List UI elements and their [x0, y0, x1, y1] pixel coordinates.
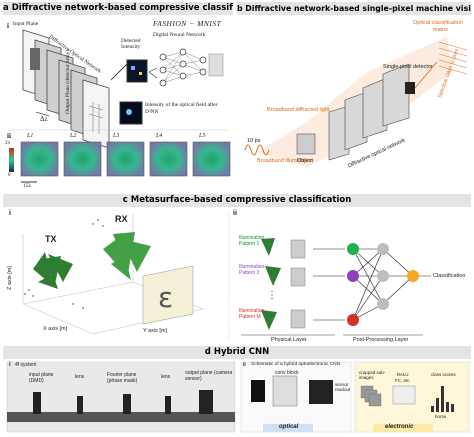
subpanel-d-i: i	[9, 362, 11, 368]
object-icon	[296, 133, 316, 155]
intensity-label: Intensity of the optical field after D²N…	[145, 102, 218, 115]
ellipsis-label: ⋮	[267, 290, 277, 301]
subpanel-a-i: i	[7, 22, 9, 30]
scale-max-label: 2π	[5, 141, 11, 146]
panel-b-figure	[244, 37, 468, 167]
tx-metasurface-icon	[33, 252, 73, 289]
relu-label: ReLU	[397, 372, 409, 377]
single-pixel-label: Single-pixel detector	[383, 64, 433, 70]
panel-a-figure	[9, 29, 231, 183]
conv-block-label: conv block	[275, 370, 299, 376]
optical-rail	[7, 412, 235, 422]
lens-2-label: lens	[161, 374, 171, 380]
panel-c: c Metasurface-based compressive classifi…	[3, 194, 471, 344]
subpanel-a-ii: ii	[7, 132, 11, 140]
diffractive-network-icon	[328, 63, 410, 161]
input-sample-icon	[30, 48, 40, 70]
panel-d-figure	[6, 361, 470, 433]
fourier-plane-label: Fourier plane (phase mask)	[107, 372, 138, 384]
layer-label-5: L5	[199, 133, 206, 139]
delta-z-label: Δz	[40, 115, 48, 123]
cropped-label: cropped sub-images	[359, 370, 386, 380]
matrix-label: matrix	[433, 27, 448, 33]
rx-label: RX	[115, 214, 128, 224]
phase-colour-scale	[9, 148, 14, 172]
node-purple	[347, 270, 359, 282]
optical-classification-label: Optical classification	[413, 20, 463, 26]
tx-label: TX	[45, 234, 57, 244]
rx-metasurface-icon	[103, 232, 151, 280]
node-green	[347, 243, 359, 255]
fc-label: FC, etc	[395, 378, 410, 383]
layer-label-2: L2	[70, 133, 77, 139]
physical-layer-label: Physical Layer	[271, 337, 307, 343]
relu-fc-icon	[392, 385, 416, 405]
illumination-label: Broadband illumination	[257, 158, 313, 164]
output-node	[407, 270, 419, 282]
layer-label-3: L3	[113, 133, 120, 139]
pattern-card	[142, 265, 194, 325]
output-plane-label: Output Plane (detector array)	[65, 49, 71, 114]
optical-label: optical	[279, 424, 299, 430]
pulse-label: 10 ps	[247, 138, 261, 144]
pattern-1-label: Illumination Pattern 1	[239, 235, 265, 247]
horse-label: horse	[435, 414, 447, 419]
subpanel-d-ii: ii	[243, 362, 246, 368]
single-pixel-detector-icon	[405, 82, 415, 94]
pulse-icon	[244, 144, 270, 156]
detected-intensity-icon	[126, 59, 148, 83]
electronic-label: electronic	[385, 424, 414, 430]
broadband-light-label: Broadband diffracted light	[267, 107, 330, 113]
x-axis-label: X axis [m]	[43, 326, 68, 332]
schematic-label: Schematic of a hybrid optoelectronic CNN	[251, 362, 341, 367]
system-label: 4f system	[15, 362, 37, 368]
detected-intensity-label: Detected Intensity	[121, 38, 141, 50]
cropped-images-icon	[360, 385, 382, 407]
panel-b-title: b Diffractive network-based single-pixel…	[237, 2, 471, 15]
sensor-image-icon	[309, 380, 333, 404]
panel-d-title: d Hybrid CNN	[3, 346, 471, 359]
lens-1-label: lens	[75, 374, 85, 380]
digital-nn-icon	[162, 51, 204, 84]
hidden-node-2	[377, 270, 389, 282]
layer-label-1: L1	[27, 133, 34, 139]
phase-masks	[20, 141, 231, 177]
y-axis-label: Y axis [m]	[143, 328, 168, 334]
hidden-node-1	[377, 243, 389, 255]
panel-d: d Hybrid CNN i 4f system input plane (DM…	[3, 346, 471, 435]
dataset-label: FASHION − MNIST	[153, 19, 222, 28]
class-score-bars	[431, 386, 454, 412]
z-axis-label: Z axis [m]	[7, 266, 13, 290]
pattern-m-label: Illumination Pattern M	[239, 308, 265, 320]
optical-mounts	[33, 390, 213, 414]
digital-nn-label: Digital Neural Network	[153, 32, 206, 38]
scale-min-label: 0	[8, 173, 11, 178]
hidden-node-3	[377, 298, 389, 310]
layer-label-4: L4	[156, 133, 163, 139]
conv-block-icon	[272, 375, 298, 407]
diffractive-layers	[22, 29, 110, 149]
sensor-readout-label: sensor readout	[335, 382, 351, 392]
panel-a: a Diffractive network-based compressive …	[3, 2, 233, 192]
class-scores-label: class scores	[431, 372, 456, 377]
panel-c-title: c Metasurface-based compressive classifi…	[3, 194, 471, 207]
svg-text:ε: ε	[158, 281, 173, 314]
subpanel-c-i: i	[9, 210, 11, 217]
panel-b: b Diffractive network-based single-pixel…	[237, 2, 471, 192]
spectral-scores-icon	[438, 41, 468, 75]
node-red	[347, 314, 359, 326]
pattern-2-label: Illumination Pattern 2	[239, 264, 265, 276]
output-plane-camera-label: output plane (camera sensor)	[185, 370, 233, 382]
post-layer-label: Post-Processing Layer	[353, 337, 409, 343]
subpanel-c-ii: ii	[233, 210, 237, 217]
post-processing-edges	[313, 248, 431, 321]
classification-label: Classification	[433, 273, 466, 279]
panel-c-figure: ε	[22, 212, 431, 340]
object-label: Object	[297, 158, 313, 164]
panel-a-title: a Diffractive network-based compressive …	[3, 2, 233, 15]
input-plane-dmd-label: input plane (DMD)	[29, 372, 54, 384]
input-image-icon	[251, 380, 265, 402]
input-plane-label: Input Plane	[13, 21, 39, 27]
scale-bar-label: 15λ	[23, 183, 32, 189]
